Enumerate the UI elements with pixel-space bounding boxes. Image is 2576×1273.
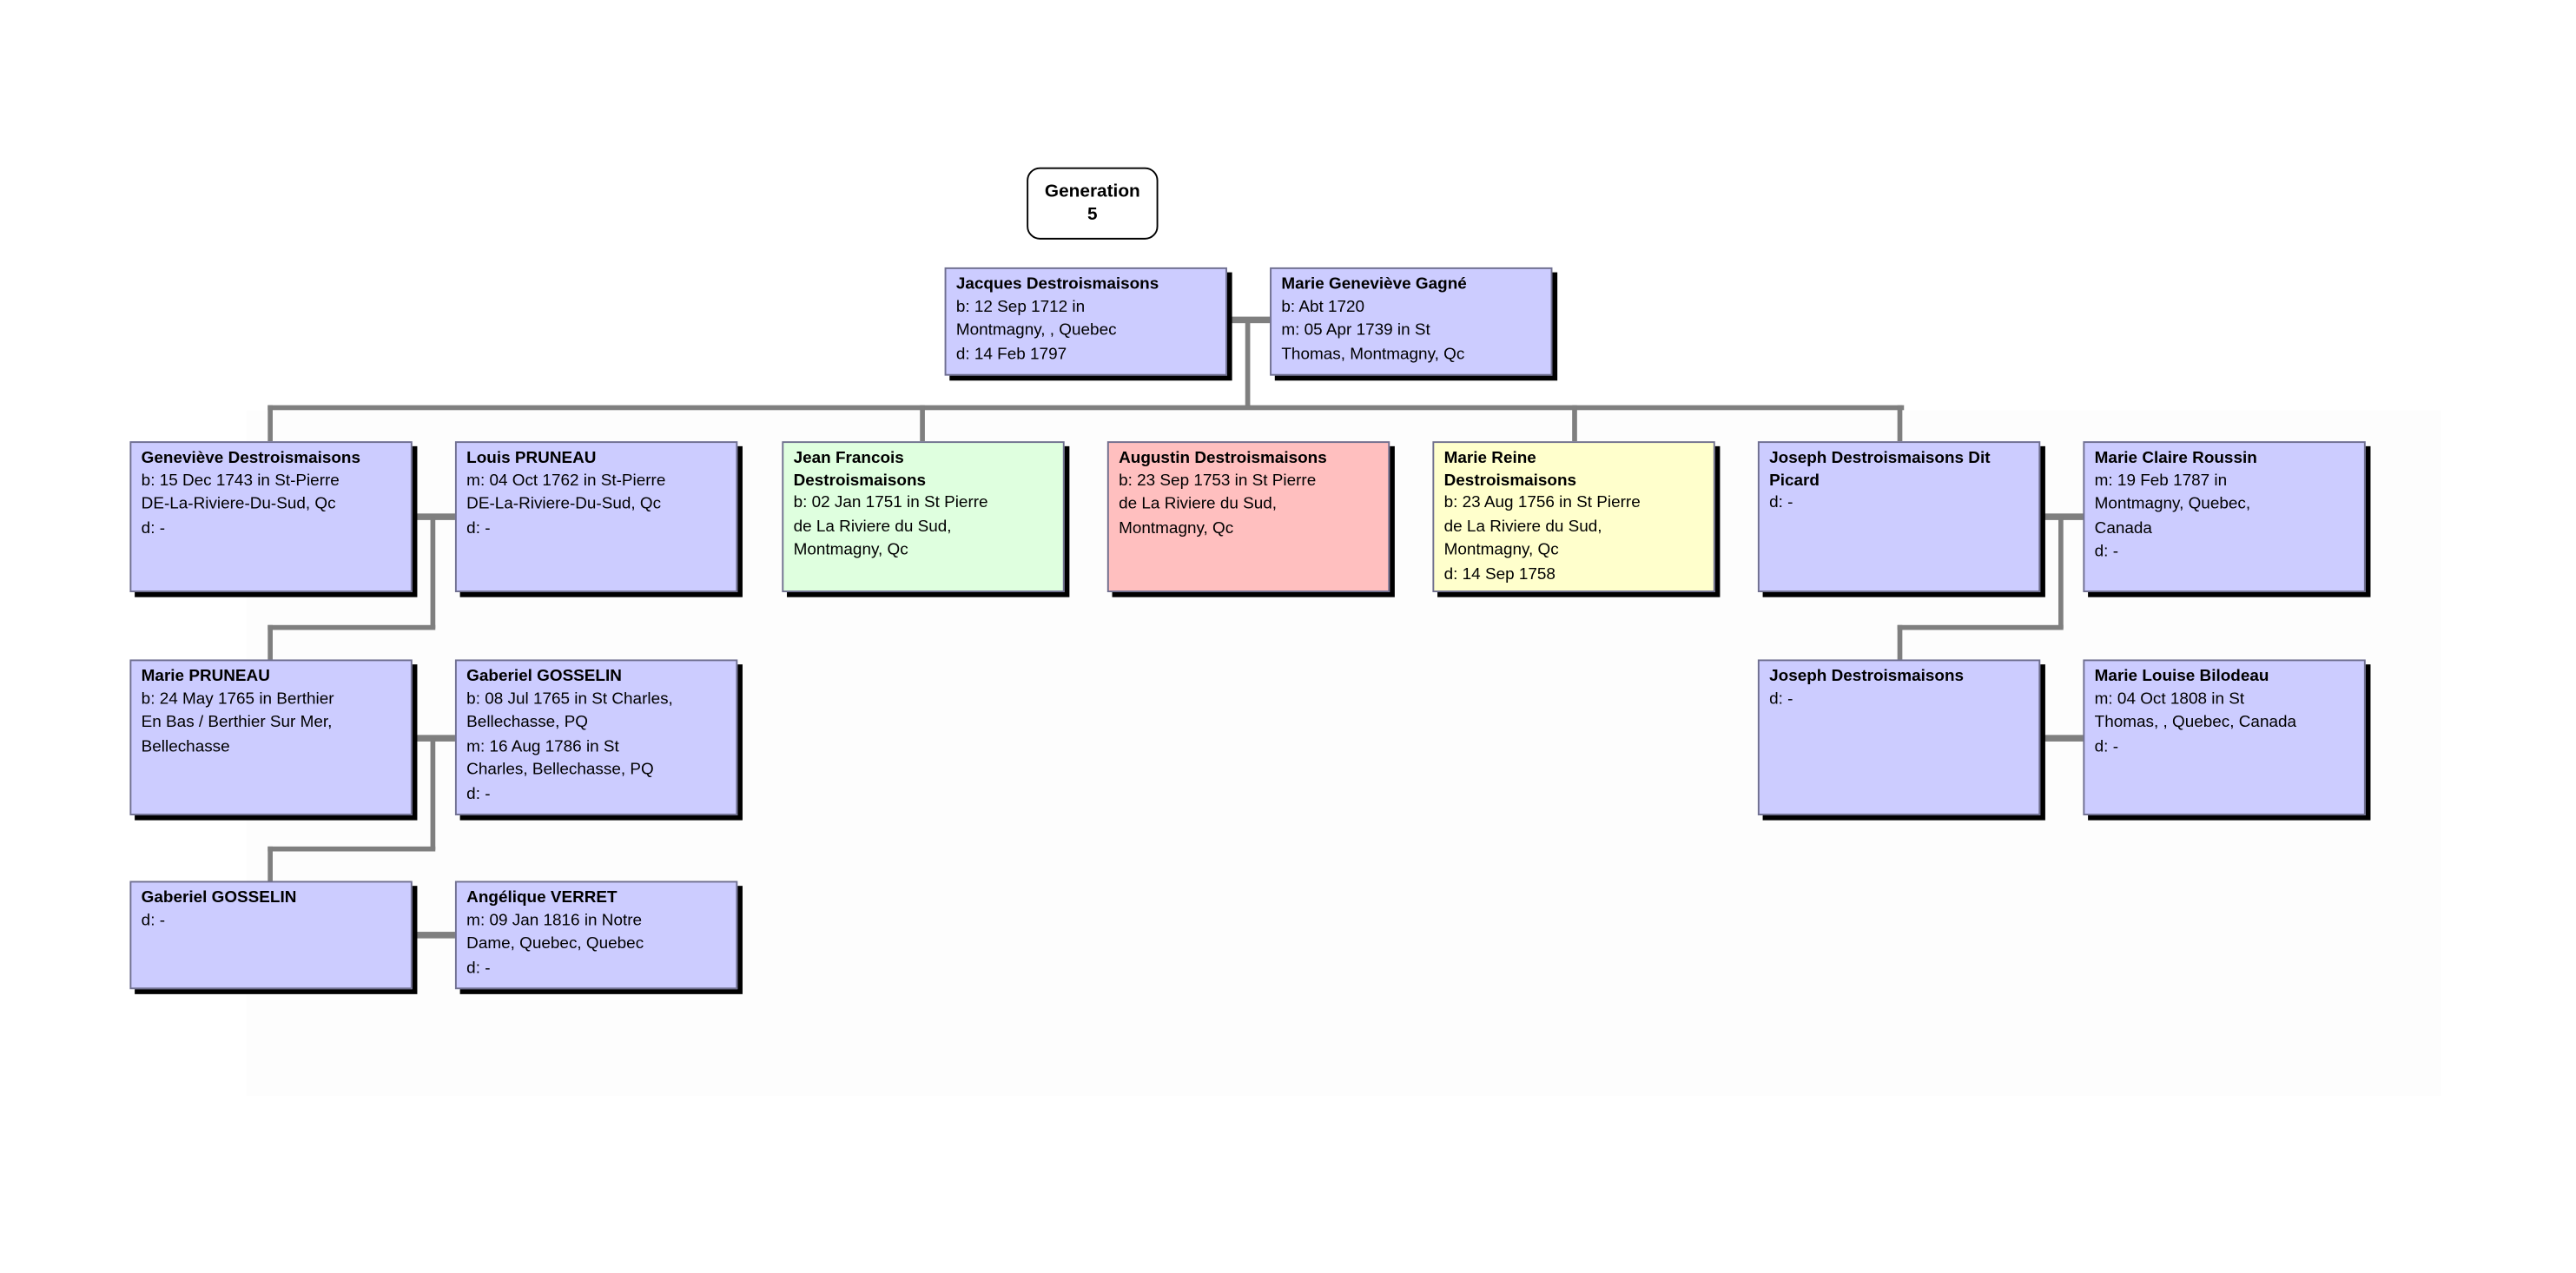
person-card-louis-pruneau[interactable]: Louis PRUNEAU m: 04 Oct 1762 in St-Pierr…: [454, 441, 738, 593]
death-info: d: -: [141, 518, 166, 538]
descent-connector: [268, 846, 273, 883]
person-card-angelique-verret[interactable]: Angélique VERRET m: 09 Jan 1816 in Notre…: [454, 881, 738, 990]
marriage-place: Charles, Bellechasse, PQ: [466, 761, 654, 780]
generation-title: Generation: [1044, 181, 1140, 202]
descent-connector: [268, 846, 436, 852]
descent-connector: [2058, 517, 2064, 629]
descent-connector: [268, 624, 273, 662]
marriage-info: m: 19 Feb 1787 in: [2094, 472, 2228, 490]
generation-number: 5: [1087, 205, 1098, 225]
marriage-info: m: 09 Jan 1816 in Notre: [466, 911, 643, 930]
birth-place: Montmagny, , Quebec: [955, 321, 1117, 340]
couple-connector: [2042, 513, 2085, 520]
marriage-place: DE-La-Riviere-Du-Sud, Qc: [466, 495, 662, 514]
person-surname: Picard: [1769, 472, 1820, 490]
death-info: d: -: [141, 911, 166, 930]
couple-connector: [412, 735, 457, 742]
generation-label: Generation 5: [1027, 167, 1159, 240]
child-drop-connector: [920, 405, 925, 442]
person-card-augustin-destroismaisons[interactable]: Augustin Destroismaisons b: 23 Sep 1753 …: [1106, 441, 1390, 593]
person-name: Jacques Destroismaisons: [955, 275, 1159, 294]
birth-place: Bellechasse: [141, 737, 230, 755]
descent-connector: [1245, 320, 1251, 409]
death-info: d: 14 Feb 1797: [955, 345, 1067, 364]
death-info: d: -: [1769, 493, 1793, 512]
birth-info: b: 12 Sep 1712 in: [955, 297, 1086, 316]
birth-info: b: 02 Jan 1751 in St Pierre: [793, 493, 988, 512]
person-name: Joseph Destroismaisons Dit: [1769, 449, 1991, 468]
death-info: d: -: [2094, 543, 2119, 562]
person-name: Geneviève Destroismaisons: [141, 449, 361, 468]
marriage-place: Thomas, Montmagny, Qc: [1281, 345, 1465, 364]
person-card-marie-genevieve-gagne[interactable]: Marie Geneviève Gagné b: Abt 1720 m: 05 …: [1270, 267, 1553, 376]
marriage-place: Canada: [2094, 518, 2152, 538]
child-drop-connector: [1572, 405, 1577, 442]
person-card-jacques-destroismaisons[interactable]: Jacques Destroismaisons b: 12 Sep 1712 i…: [944, 267, 1227, 376]
person-name: Marie Geneviève Gagné: [1281, 275, 1467, 294]
marriage-place: Dame, Quebec, Quebec: [466, 934, 644, 953]
birth-place: Montmagny, Qc: [1443, 541, 1559, 560]
person-name: Marie Reine: [1443, 449, 1536, 468]
death-info: d: -: [466, 784, 491, 803]
birth-place: Montmagny, Qc: [793, 541, 908, 560]
person-name: Marie Louise Bilodeau: [2094, 667, 2269, 686]
person-name: Augustin Destroismaisons: [1119, 449, 1327, 468]
birth-info: b: Abt 1720: [1281, 297, 1365, 316]
death-info: d: -: [2094, 737, 2119, 755]
person-name: Marie Claire Roussin: [2094, 449, 2257, 468]
death-info: d: -: [466, 518, 491, 538]
person-card-marie-claire-roussin[interactable]: Marie Claire Roussin m: 19 Feb 1787 in M…: [2083, 441, 2366, 593]
person-surname: Destroismaisons: [793, 472, 927, 490]
person-card-marie-pruneau[interactable]: Marie PRUNEAU b: 24 May 1765 in Berthier…: [129, 659, 413, 815]
marriage-info: m: 04 Oct 1808 in St: [2094, 689, 2245, 709]
birth-place: de La Riviere du Sud,: [793, 518, 952, 536]
birth-info: b: 08 Jul 1765 in St Charles,: [466, 689, 673, 709]
person-name: Joseph Destroismaisons: [1769, 667, 1965, 686]
descent-connector: [268, 624, 436, 630]
person-card-jean-francois-destroismaisons[interactable]: Jean Francois Destroismaisons b: 02 Jan …: [782, 441, 1065, 593]
descent-connector: [1897, 624, 2064, 630]
person-card-gaberiel-gosselin-junior[interactable]: Gaberiel GOSSELIN d: -: [129, 881, 413, 990]
person-card-joseph-destroismaisons[interactable]: Joseph Destroismaisons d: -: [1757, 659, 2041, 815]
birth-place: Montmagny, Qc: [1119, 518, 1234, 538]
birth-place: de La Riviere du Sud,: [1119, 495, 1278, 514]
sibling-connector: [268, 405, 1905, 411]
descent-connector: [430, 738, 436, 850]
person-name: Angélique VERRET: [466, 888, 618, 907]
birth-place: DE-La-Riviere-Du-Sud, Qc: [141, 495, 336, 514]
person-name: Gaberiel GOSSELIN: [141, 888, 297, 907]
descent-connector: [1897, 624, 1903, 662]
marriage-place: Thomas, , Quebec, Canada: [2094, 713, 2297, 732]
person-name: Louis PRUNEAU: [466, 449, 597, 468]
couple-connector: [412, 932, 457, 939]
person-name: Marie PRUNEAU: [141, 667, 270, 686]
birth-info: b: 23 Sep 1753 in St Pierre: [1119, 472, 1317, 490]
marriage-place: Montmagny, Quebec,: [2094, 495, 2251, 514]
marriage-info: m: 16 Aug 1786 in St: [466, 737, 619, 755]
birth-info: b: 24 May 1765 in Berthier: [141, 689, 334, 709]
person-card-joseph-destroismaisons-dit-picard[interactable]: Joseph Destroismaisons Dit Picard d: -: [1757, 441, 2041, 593]
death-info: d: -: [466, 959, 491, 978]
person-name: Gaberiel GOSSELIN: [466, 667, 622, 686]
person-card-gaberiel-gosselin[interactable]: Gaberiel GOSSELIN b: 08 Jul 1765 in St C…: [454, 659, 738, 815]
birth-info: b: 15 Dec 1743 in St-Pierre: [141, 472, 340, 490]
birth-place: de La Riviere du Sud,: [1443, 518, 1602, 536]
person-card-genevieve-destroismaisons[interactable]: Geneviève Destroismaisons b: 15 Dec 1743…: [129, 441, 413, 593]
marriage-info: m: 04 Oct 1762 in St-Pierre: [466, 472, 666, 490]
child-drop-connector: [268, 405, 273, 442]
person-name: Jean Francois: [793, 449, 904, 468]
person-surname: Destroismaisons: [1443, 472, 1577, 490]
birth-info: b: 23 Aug 1756 in St Pierre: [1443, 493, 1641, 512]
descent-connector: [430, 517, 436, 629]
person-card-marie-reine-destroismaisons[interactable]: Marie Reine Destroismaisons b: 23 Aug 17…: [1432, 441, 1715, 593]
birth-place: Bellechasse, PQ: [466, 713, 589, 732]
child-drop-connector: [1897, 405, 1903, 442]
death-info: d: -: [1769, 689, 1793, 709]
birth-place: En Bas / Berthier Sur Mer,: [141, 713, 333, 732]
couple-connector: [2042, 735, 2085, 742]
death-info: d: 14 Sep 1758: [1443, 564, 1556, 584]
person-card-marie-louise-bilodeau[interactable]: Marie Louise Bilodeau m: 04 Oct 1808 in …: [2083, 659, 2366, 815]
marriage-info: m: 05 Apr 1739 in St: [1281, 321, 1430, 340]
